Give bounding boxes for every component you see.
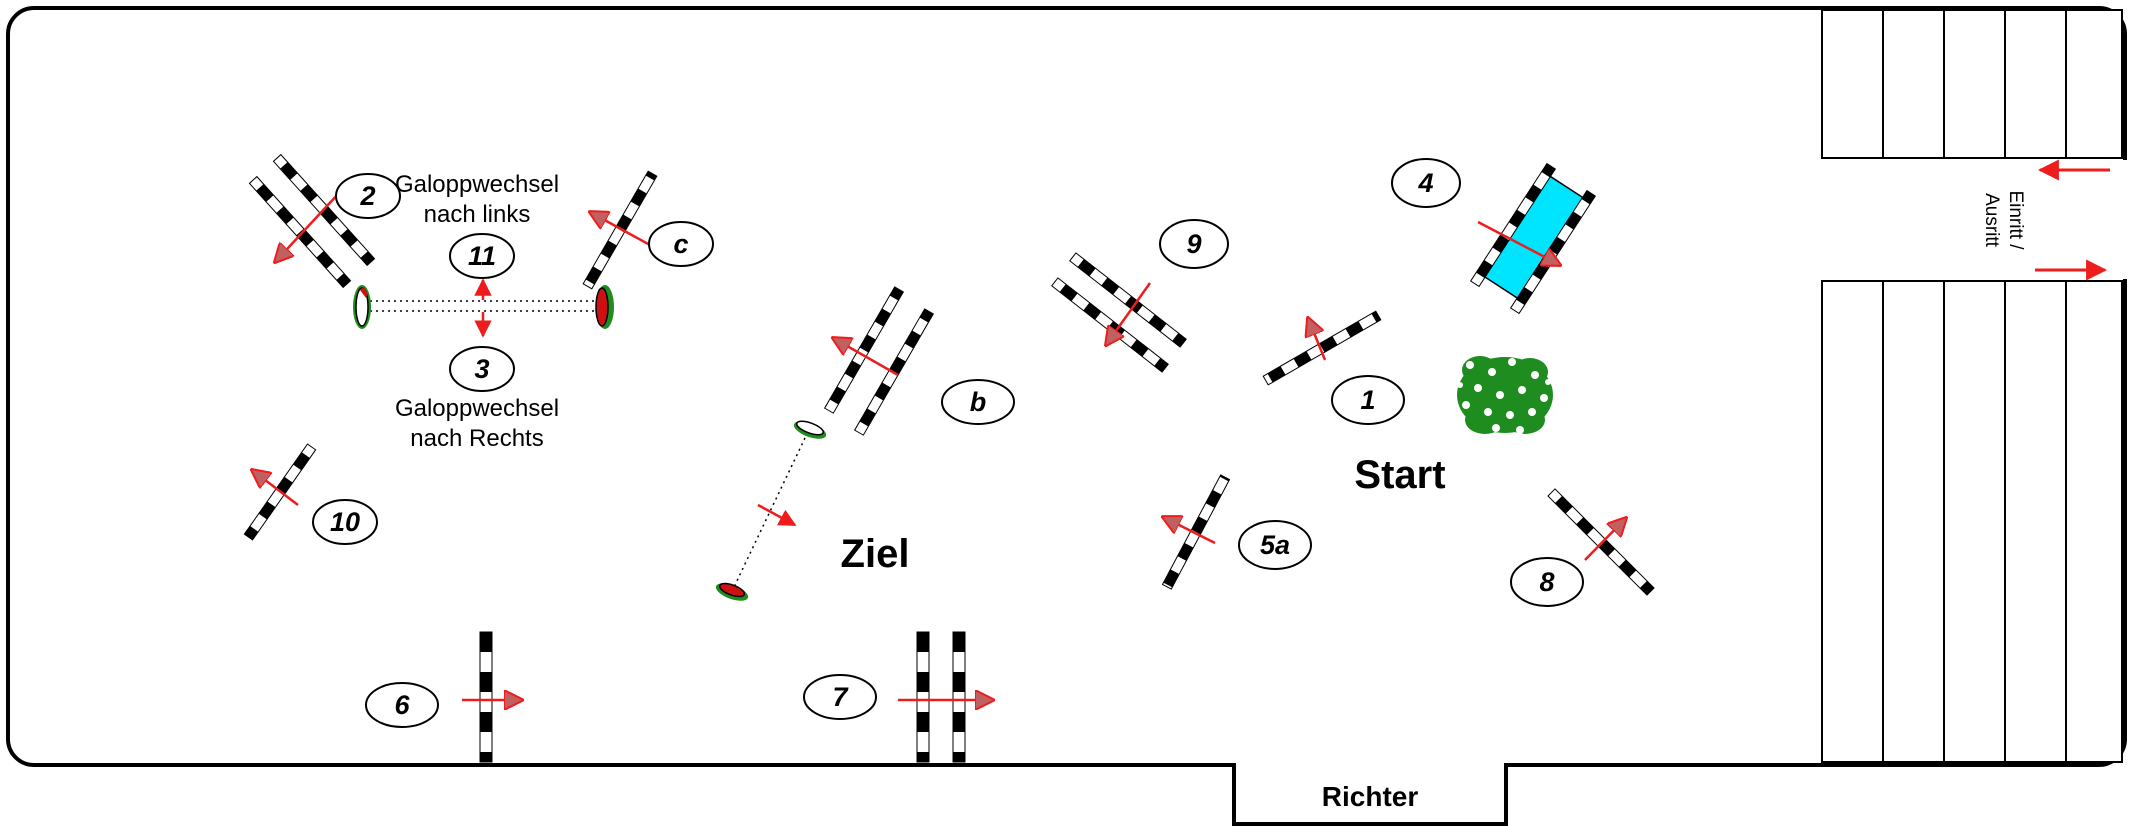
fence-6 [462,631,522,763]
judge-label: Richter [1322,781,1419,812]
flag-right [595,285,614,329]
number-5a: 5a [1260,530,1290,560]
obstacle-number-5a [1238,520,1312,570]
arena-border [6,6,2127,767]
lead-change-right-1: Galoppwechsel [395,395,559,422]
letter-b: b [970,387,987,417]
number-4: 4 [1417,168,1433,198]
judge-box [1232,764,1508,826]
stands-top [1821,9,2123,159]
fence-b [823,286,935,436]
fence-8 [1547,488,1655,596]
finish-line [715,420,827,601]
fence-9 [1051,252,1187,373]
start-label: Start [1354,453,1445,497]
obstacle-number-2 [335,173,401,219]
obstacle-number-7 [803,674,877,720]
number-10: 10 [330,507,360,537]
fence-10 [243,443,317,541]
obstacle-number-1 [1331,375,1405,425]
lead-change-left-1: Galoppwechsel [395,171,559,198]
number-11: 11 [468,241,496,271]
lead-change-left-2: nach links [424,201,531,228]
number-7: 7 [832,682,849,712]
number-9: 9 [1186,229,1201,259]
obstacle-number-4 [1391,158,1461,208]
lead-change-right-2: nach Rechts [410,425,543,452]
fence-c [582,170,658,290]
entrance-label-1: Einritt / [2005,190,2026,250]
obstacle-number-6 [365,682,439,728]
number-8: 8 [1539,567,1554,597]
fence-7 [898,631,993,763]
obstacle-number-c [648,221,714,267]
fence-1 [1262,310,1382,386]
entrance-label-2: Ausritt [1981,193,2002,248]
obstacle-number-11 [449,233,515,279]
fence-5a [1162,474,1231,590]
obstacle-number-8 [1510,557,1584,607]
stands-bottom [1821,280,2123,763]
number-1: 1 [1360,385,1375,415]
obstacle-number-3 [449,346,515,392]
number-6: 6 [394,690,410,720]
obstacle-number-b [941,379,1015,425]
fence-4 [1469,162,1597,315]
flag-left [353,285,371,329]
obstacle-number-9 [1159,219,1229,269]
flower-bush-icon [1457,356,1553,434]
obstacle-number-10 [312,499,378,545]
fence-2 [248,153,376,289]
number-2: 2 [359,181,375,211]
number-3: 3 [474,354,489,384]
finish-label: Ziel [841,532,910,576]
letter-c: c [673,229,688,259]
